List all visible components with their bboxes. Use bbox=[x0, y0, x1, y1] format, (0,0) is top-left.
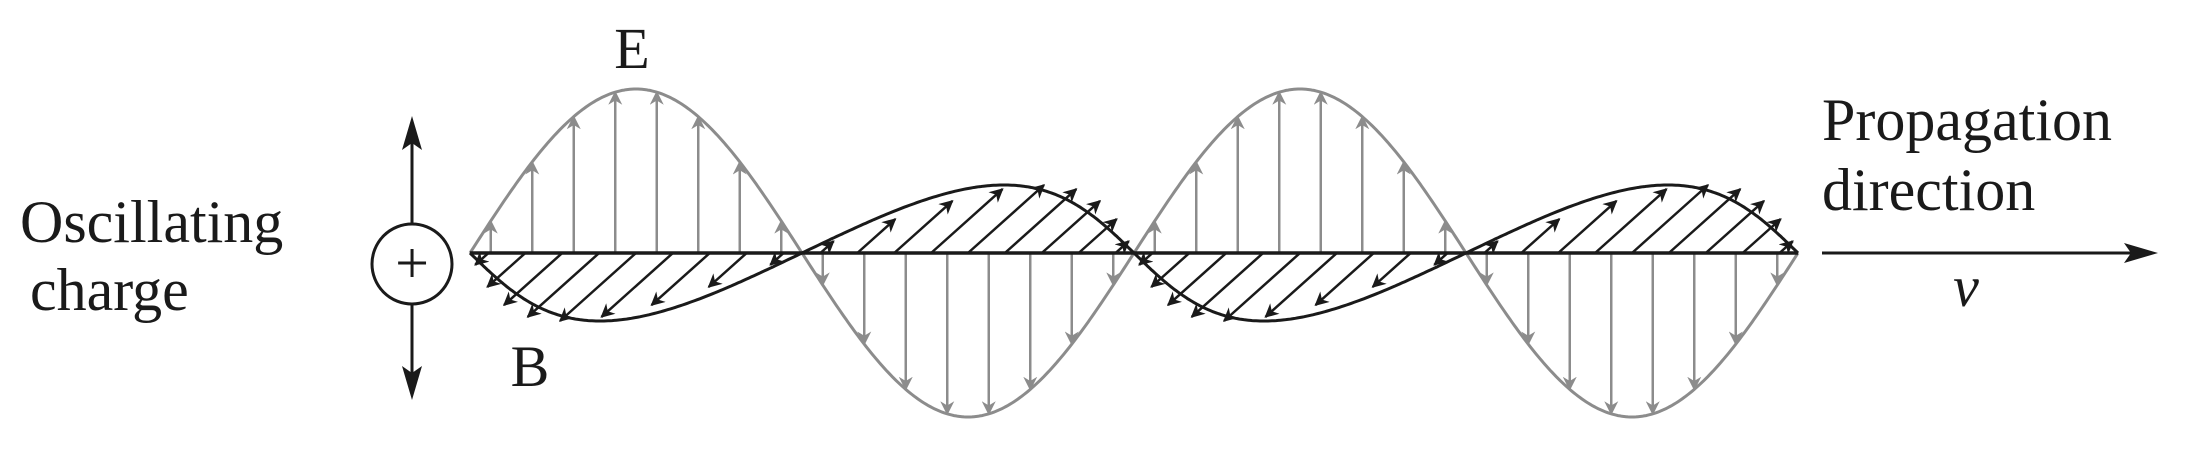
b-field-vector-arrow bbox=[856, 218, 897, 254]
b-field-vector-arrow bbox=[1040, 199, 1102, 254]
b-field-vector-arrow bbox=[967, 184, 1046, 254]
oscillating-charge: + bbox=[370, 116, 454, 400]
charge-circle bbox=[370, 222, 454, 306]
propagation-direction-label-line2: direction bbox=[1822, 157, 2035, 223]
b-field-vector-arrow bbox=[600, 252, 674, 318]
b-field-arrows bbox=[474, 184, 1794, 322]
b-field-vector-arrow bbox=[650, 252, 711, 307]
b-field-vector-arrow bbox=[1557, 199, 1618, 254]
b-field-vector-arrow bbox=[1631, 184, 1710, 254]
propagation-direction-label-line1: Propagation bbox=[1822, 87, 2112, 153]
velocity-label: v bbox=[1953, 254, 1979, 319]
oscillating-charge-label-line2: charge bbox=[30, 257, 189, 323]
b-field-vector-arrow bbox=[1314, 252, 1375, 307]
b-field-vector-arrow bbox=[1371, 252, 1412, 288]
charge-up-arrowhead bbox=[402, 116, 422, 150]
b-field-vector-arrow bbox=[1741, 218, 1782, 254]
e-field-label: E bbox=[614, 16, 649, 81]
b-field-vector-arrow bbox=[707, 252, 748, 288]
b-field-vector-arrow bbox=[819, 240, 835, 255]
b-field-vector-arrow bbox=[930, 188, 1004, 254]
oscillating-charge-label-line1: Oscillating bbox=[20, 189, 283, 255]
b-field-vector-arrow bbox=[1594, 188, 1668, 254]
b-field-vector-arrow bbox=[486, 252, 527, 288]
b-field-vector-arrow bbox=[1077, 218, 1118, 254]
b-field-vector-arrow bbox=[1150, 252, 1191, 288]
b-field-vector-arrow bbox=[1704, 199, 1766, 254]
b-field-vector-arrow bbox=[769, 251, 785, 266]
charge-symbol: + bbox=[395, 230, 429, 296]
b-field-vector-arrow bbox=[893, 199, 954, 254]
charge-down-arrowhead bbox=[402, 366, 422, 400]
propagation-arrowhead bbox=[2124, 243, 2158, 263]
b-field-vector-arrow bbox=[1114, 240, 1130, 255]
b-field-vector-arrow bbox=[1264, 252, 1338, 318]
b-field-vector-arrow bbox=[1520, 218, 1561, 254]
b-field-vector-arrow bbox=[1222, 252, 1301, 322]
b-field-vector-arrow bbox=[1138, 251, 1154, 266]
b-field-vector-arrow bbox=[1778, 240, 1794, 255]
b-field-label: B bbox=[511, 334, 550, 399]
b-field-vector-arrow bbox=[502, 252, 564, 307]
b-field-vector-arrow bbox=[1166, 252, 1228, 307]
b-field-vector-arrow bbox=[1433, 251, 1449, 266]
b-field-vector-arrow bbox=[474, 251, 490, 266]
b-field-vector-arrow bbox=[558, 252, 637, 322]
b-field-vector-arrow bbox=[1483, 240, 1499, 255]
e-field-arrows bbox=[483, 90, 1785, 416]
